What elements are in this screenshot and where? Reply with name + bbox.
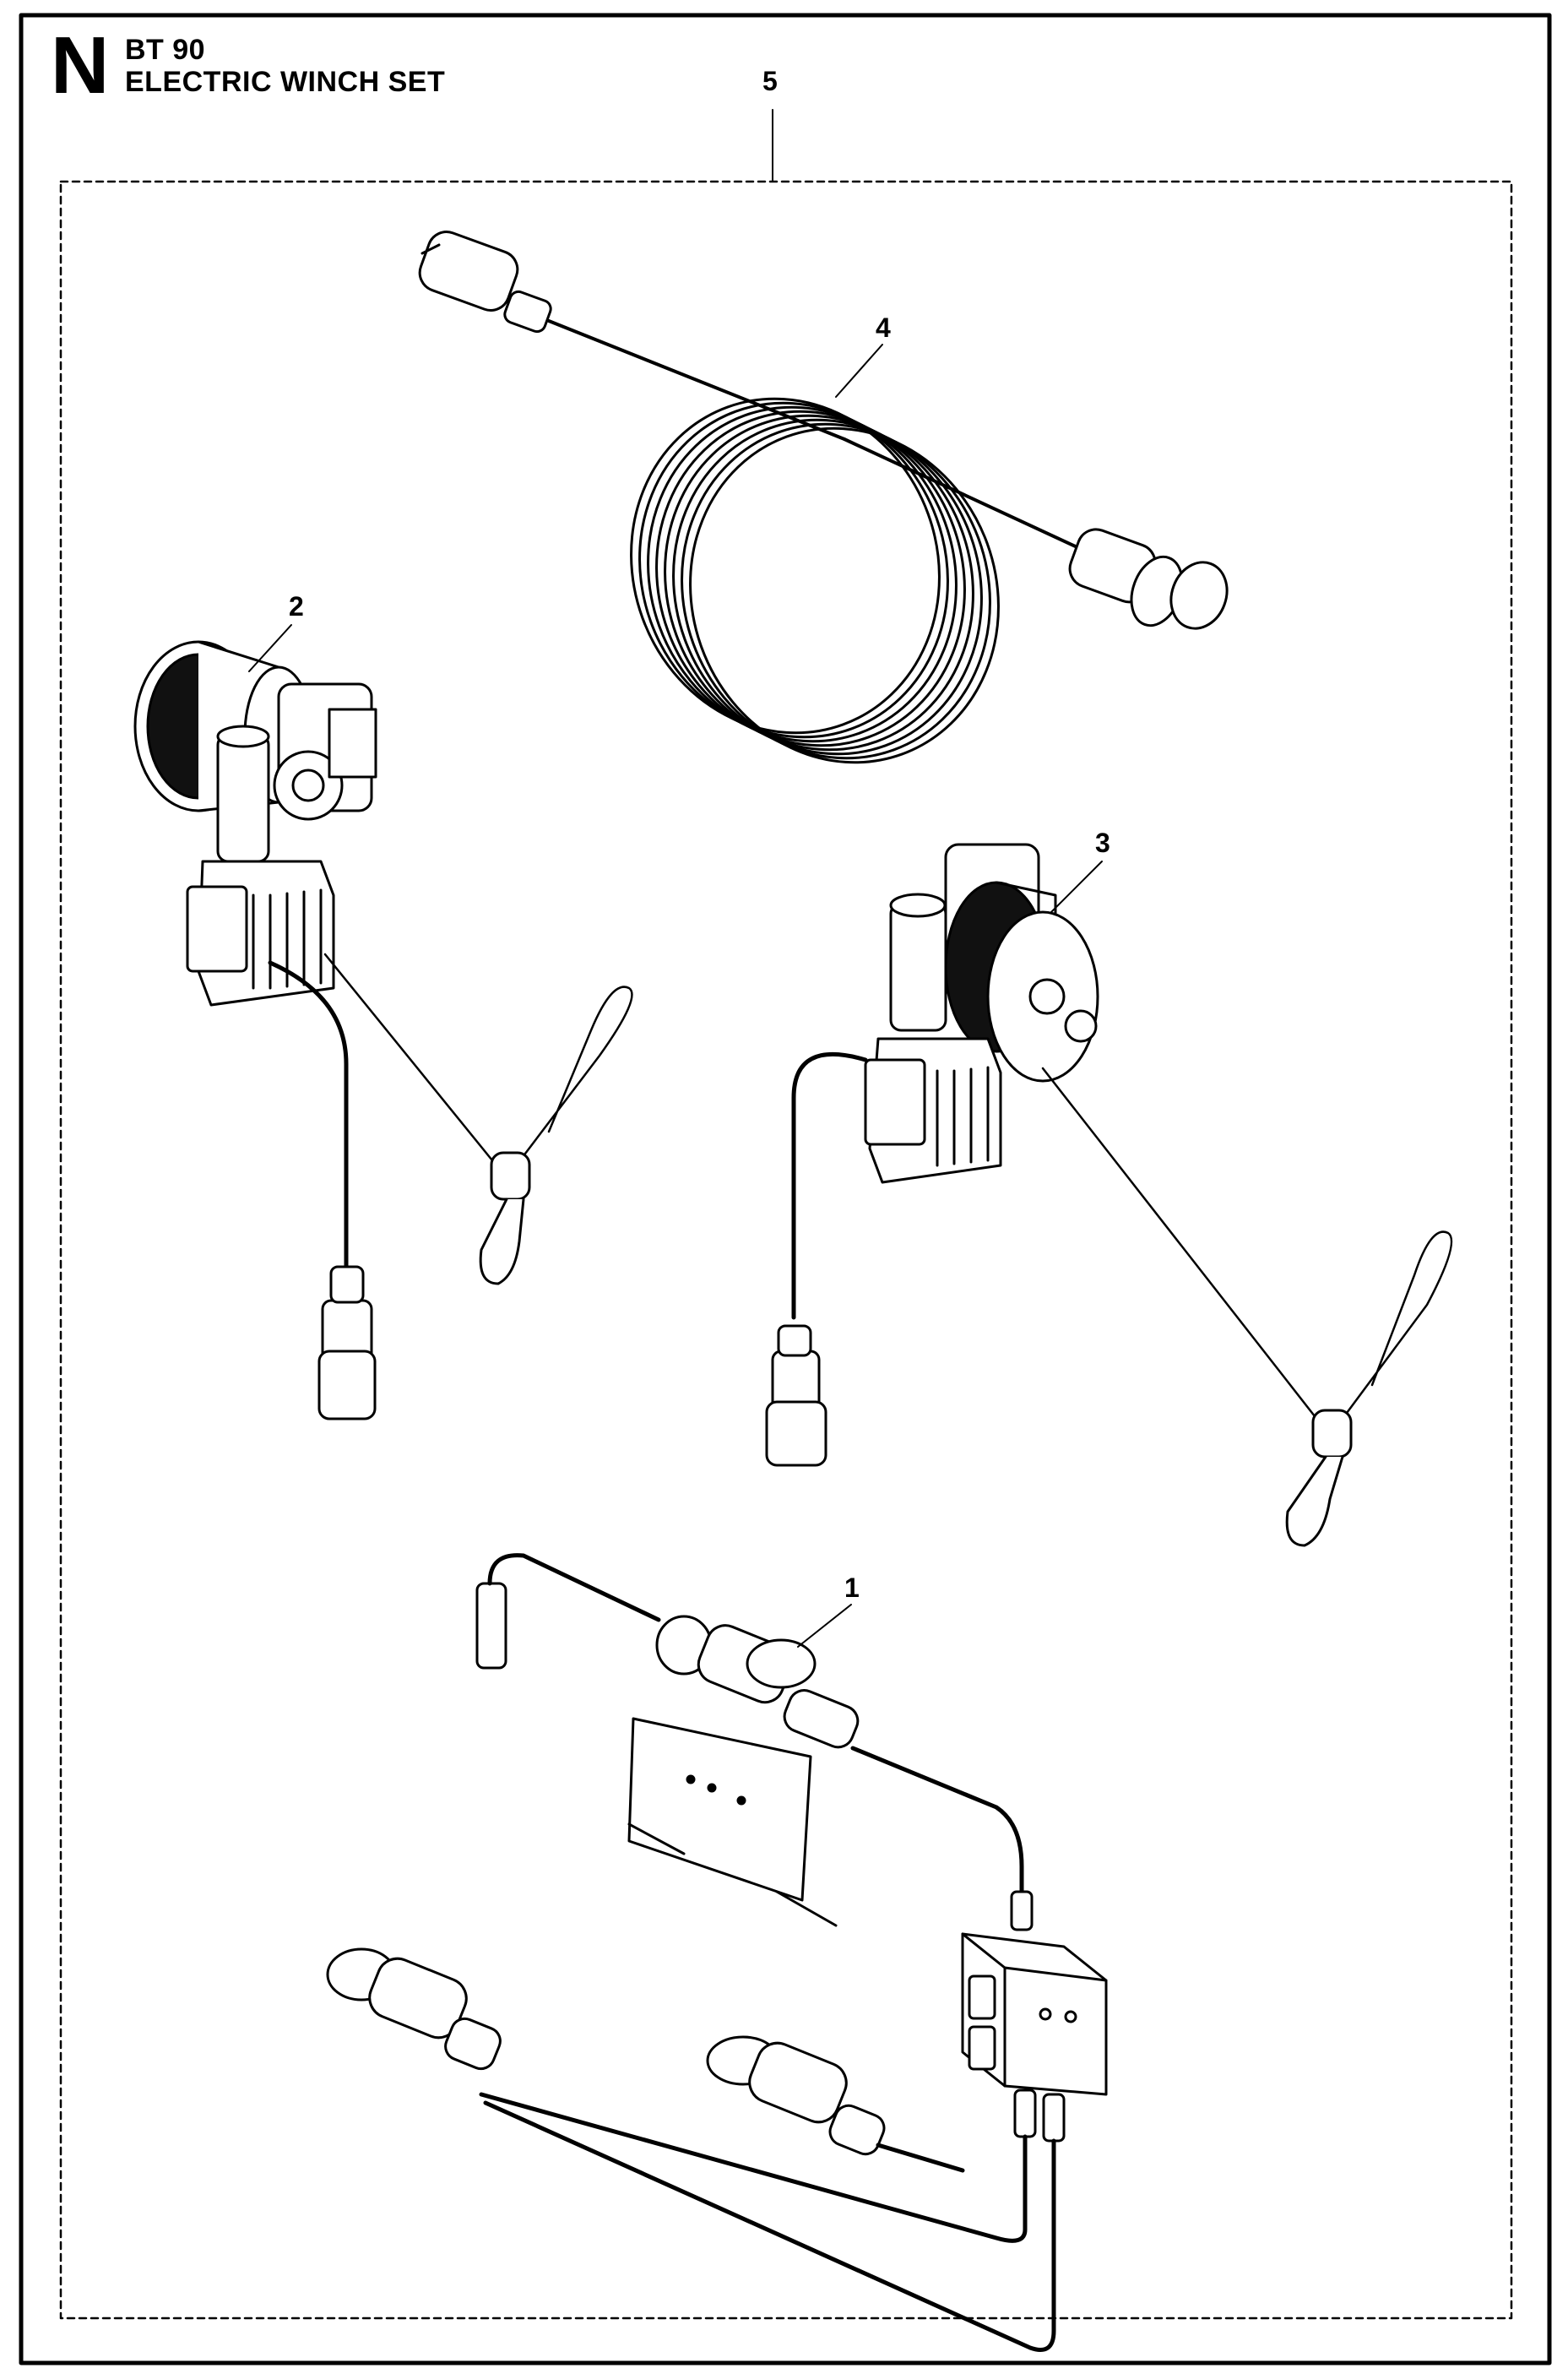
callout-1: 1 xyxy=(844,1572,860,1603)
section-letter: N xyxy=(51,20,110,111)
leader-1 xyxy=(797,1604,852,1648)
model-name: BT 90 xyxy=(125,34,206,66)
leader-2 xyxy=(248,624,292,672)
callout-3: 3 xyxy=(1095,828,1110,858)
winch-left xyxy=(133,640,633,1420)
page-title: ELECTRIC WINCH SET xyxy=(125,66,446,98)
leader-3 xyxy=(1050,861,1103,913)
kit-boundary xyxy=(59,180,1513,2320)
callout-2: 2 xyxy=(289,591,304,622)
control-unit xyxy=(326,1553,1108,2352)
extension-cable xyxy=(418,231,1229,764)
winch-right xyxy=(765,843,1453,1547)
page-border xyxy=(19,13,1552,2365)
leader-4 xyxy=(835,344,883,398)
callout-4: 4 xyxy=(876,312,891,343)
callout-5: 5 xyxy=(762,66,778,96)
